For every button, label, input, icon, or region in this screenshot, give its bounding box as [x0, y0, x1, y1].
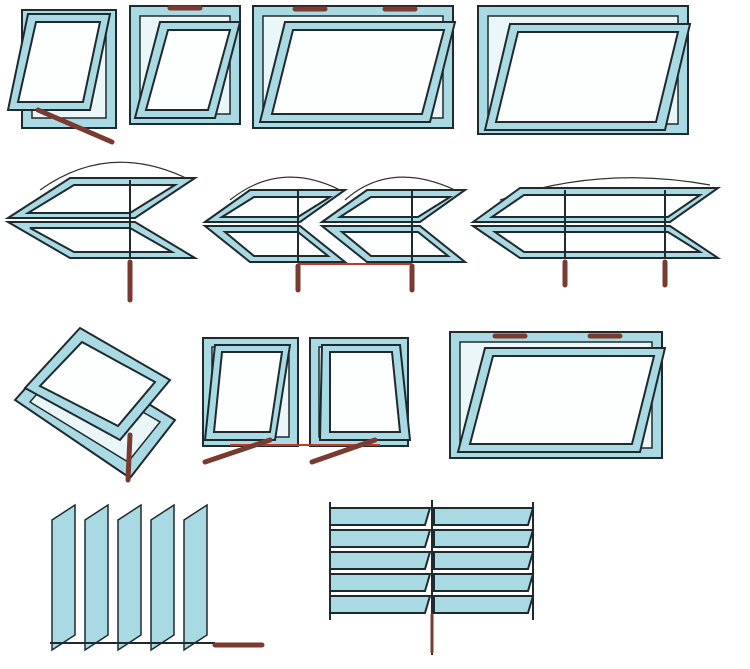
top-hung-window-4: [477, 5, 692, 135]
horizontal-pivot-window-3: [469, 177, 722, 288]
horizontal-pivot-window-2: [201, 176, 469, 293]
top-hung-window-3: [252, 5, 457, 129]
horizontal-pivot-window-1: [4, 161, 199, 303]
vertical-louvre-window: [50, 503, 265, 652]
top-hung-window-wide: [449, 331, 667, 459]
tilt-window: [13, 326, 177, 483]
horizontal-louvre-window: [329, 500, 535, 655]
top-hung-window-1: [6, 9, 117, 145]
projecting-window-pair: [202, 337, 412, 465]
top-hung-window-2: [129, 5, 242, 125]
